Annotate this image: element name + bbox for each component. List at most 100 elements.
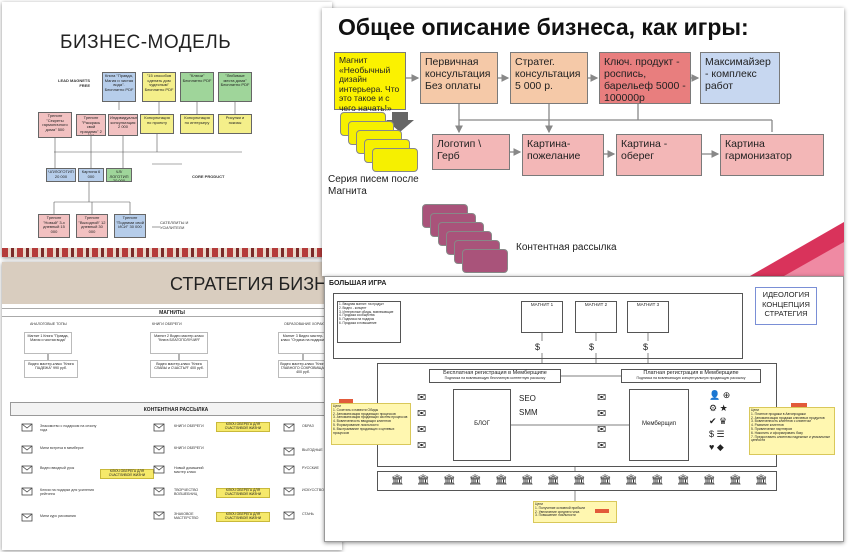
training-box: Тренинг "Подними свой ИСИ" 30 000 — [114, 214, 146, 238]
column-head: КНИГИ ОБЕРЕГИ — [152, 322, 182, 326]
down-arrow-icon — [386, 112, 414, 132]
key-tag: КЛЮЧ ОБЕРЕГА ДЛЯ СЧАСТЛИВОЙ ЖИЗНИ — [216, 488, 270, 498]
goals-note-right: Цели 1. Платное продажи в Автопродажи 2.… — [749, 407, 835, 455]
harmonizer-painting-box: Картина гармонизатор — [720, 134, 824, 176]
consult-box: Консультация по проекту — [140, 114, 174, 134]
note-item: 6. Выстраивание продающих и целевых проц… — [333, 426, 395, 435]
business-model-title: БИЗНЕС-МОДЕЛЬ — [60, 32, 232, 53]
magnet-list-item: 5. Подписка на подарок — [339, 317, 375, 322]
paid-registration-sub: Подписка на вовлекающую концептуальную п… — [636, 376, 746, 380]
goals-note-left: Цели 1. Сочетать и навести Обиды 2. Авто… — [331, 403, 411, 445]
training-box: Тренинг "Выходной" 12 дневный 30 000 — [76, 214, 108, 238]
note-item: 5. Привлечение партнеров — [751, 426, 792, 431]
note-item: 3. Автоматизация продающих систем процес… — [333, 415, 408, 420]
key-tag: КЛЮЧ ОБЕРЕГА ДЛЯ СЧАСТЛИВОЙ ЖИЗНИ — [216, 422, 270, 432]
core-product-box: ЧЛ/ЛОГОТИП 20 000 — [106, 168, 132, 182]
game-description-arrows — [386, 74, 844, 276]
note-item: 1. Сочетать и навести Обиды — [333, 407, 379, 412]
gift-icon: ♥ ◆ — [709, 442, 724, 452]
trophy-icon: ⚙ ★ — [709, 403, 728, 413]
big-game-slide: БОЛЬШАЯ ИГРА ИДЕОЛОГИЯ КОНЦЕПЦИЯ СТРАТЕГ… — [324, 276, 844, 542]
bank-icon: 🏛 — [755, 475, 768, 486]
big-game-title: БОЛЬШАЯ ИГРА — [329, 280, 387, 287]
mail-card — [462, 249, 508, 273]
satellites-label: САТЕЛЛИТЫ И УСИЛИТЕЛИ — [160, 220, 189, 230]
strategy-header — [2, 262, 342, 304]
envelope-icon: ✉ — [417, 408, 427, 420]
decorative-triangle — [784, 242, 844, 276]
note-item: 4. Вовлеченность вводящих клиентов — [333, 419, 391, 424]
video-class-box: Видео мастер-класс "Книга ПАДЕЖА" 990 ру… — [24, 360, 78, 378]
membership-label: Мемберщип — [641, 421, 677, 427]
bank-icon: 🏛 — [443, 475, 456, 486]
money-bag-icon: $ — [643, 342, 649, 352]
mailing-item: ОБРАЗ — [302, 424, 314, 428]
training-box: Тренинг "Новый" 3-х дневный 15 000 — [38, 214, 70, 238]
lead-magnet-box: Книга "Правда, Магия и чистая вода". Бес… — [102, 72, 136, 102]
maximizer-box: Максимайзер - комплекс работ — [700, 52, 780, 104]
note-item: 4. Развитие клиентов — [751, 423, 784, 428]
business-model-slide: БИЗНЕС-МОДЕЛЬ LEAD MAGNETS FREE Книга "П… — [2, 2, 332, 257]
core-product-box: Картина 6 000 — [78, 168, 104, 182]
bank-icon: 🏛 — [469, 475, 482, 486]
goals-note-bottom: Цели 1. Получение основной прибыли 2. Ув… — [533, 501, 617, 523]
note-item: 6. Накопить и сформировать базу — [751, 430, 803, 435]
envelope-icon: ✉ — [417, 424, 427, 436]
magnet-list: 1. Вводная магнит: на продукт 2. Видео -… — [337, 301, 401, 343]
user-icon: 👤 ⊕ — [709, 390, 731, 400]
money-bag-icon: $ — [535, 342, 541, 352]
free-registration-box: Бесплатная регистрация в Мемберщипе Подп… — [429, 369, 561, 383]
paid-registration-title: Платная регистрация в Мемберщипе — [643, 370, 739, 376]
note-item: 3. Вовлеченность клиентов с клиентом — [751, 419, 811, 424]
bank-icon: 🏛 — [391, 475, 404, 486]
column-head: АНАЛОГОВЫЕ ТОПЫ — [30, 322, 67, 326]
training-box: Индивидуальная консультация 2 000 — [108, 114, 138, 136]
amulet-painting-box: Картина - оберег — [616, 134, 702, 176]
magnet-box: Магнит 3 Видео мастер-класс "Отдача на п… — [278, 332, 328, 354]
note-item: 7. Предоставить клиентам надежные и уник… — [751, 434, 831, 443]
ornament-strip — [2, 248, 332, 257]
big-game-connectors — [511, 333, 649, 501]
note-item: 2. Увеличение среднего чека — [535, 509, 580, 514]
mailing-item: КНИГИ ОБЕРЕГИ — [174, 446, 204, 450]
note-item: 5. Формирование лояльности — [333, 422, 379, 427]
mailing-item: Мини встреча в мемберсе — [40, 446, 84, 450]
magnets-frame — [333, 293, 743, 359]
mailing-item: ТВОРЧЕСТВО ВОЛШЕБНИЦ — [174, 488, 199, 496]
mailing-item: Ключи на подарки для усиления рейтинга — [40, 488, 94, 496]
magnet-box: Магнит 2 Видео мастер-класс "Книга БЛАГО… — [150, 332, 208, 354]
note-flag — [339, 399, 353, 403]
training-box: Тренинг "Секреты гармоничного дома" 500 — [38, 112, 72, 138]
video-class-box: Видео мастер-класс "Книга СЛАВЫ и СЧАСТЬ… — [150, 360, 208, 378]
strategy-slide: СТРАТЕГИЯ БИЗНЕ МАГНИТЫ АНАЛОГОВЫЕ ТОПЫ … — [2, 262, 342, 550]
lead-magnet-box: "15 способов сделать дом чудесным" Беспл… — [142, 72, 176, 102]
magnet-list-item: 6. Продажа и повышение — [339, 320, 377, 325]
logo-box: Логотип \ Герб — [432, 134, 510, 170]
note-title: Цели — [535, 502, 543, 506]
free-registration-sub: Подписка на вовлекающую бесплатную конте… — [444, 376, 546, 380]
business-model-connectors — [53, 102, 242, 228]
bank-icon: 🏛 — [677, 475, 690, 486]
magnet-list-item: 4. Продажа сообщества — [339, 313, 375, 318]
bank-icon: 🏛 — [573, 475, 586, 486]
money-icon: $ ☰ — [709, 429, 725, 439]
ideology-line: ИДЕОЛОГИЯ — [762, 290, 810, 299]
consult-box: Рисунки и эскизы — [218, 114, 252, 134]
envelope-icon: ✉ — [597, 408, 607, 420]
magnet-card-label: МАГНИТ 3 — [636, 302, 660, 307]
bank-icon: 🏛 — [599, 475, 612, 486]
envelope-icon: ✉ — [597, 440, 607, 452]
note-flag — [791, 403, 807, 407]
mailing-item: Видео вводный урок — [40, 466, 75, 470]
mailing-item: КНИГИ ОБЕРЕГИ — [174, 424, 204, 428]
magnet-list-item: 3. Интересные обиды, вовлекающие — [339, 309, 394, 314]
ideology-line: КОНЦЕПЦИЯ — [762, 299, 810, 309]
lead-magnet-box: "Ключи" Бесплатно PDF — [180, 72, 214, 102]
envelope-icon: ✉ — [597, 392, 607, 404]
mailing-item: Новый домашний мастер класс — [174, 466, 204, 474]
envelope-icon: ✉ — [597, 424, 607, 436]
magnet-list-item: 1. Вводная магнит: на продукт — [339, 302, 384, 306]
free-registration-title: Бесплатная регистрация в Мемберщипе — [443, 370, 547, 376]
award-icon: ✔ ♛ — [709, 416, 728, 426]
blog-label: БЛОГ — [474, 421, 490, 427]
